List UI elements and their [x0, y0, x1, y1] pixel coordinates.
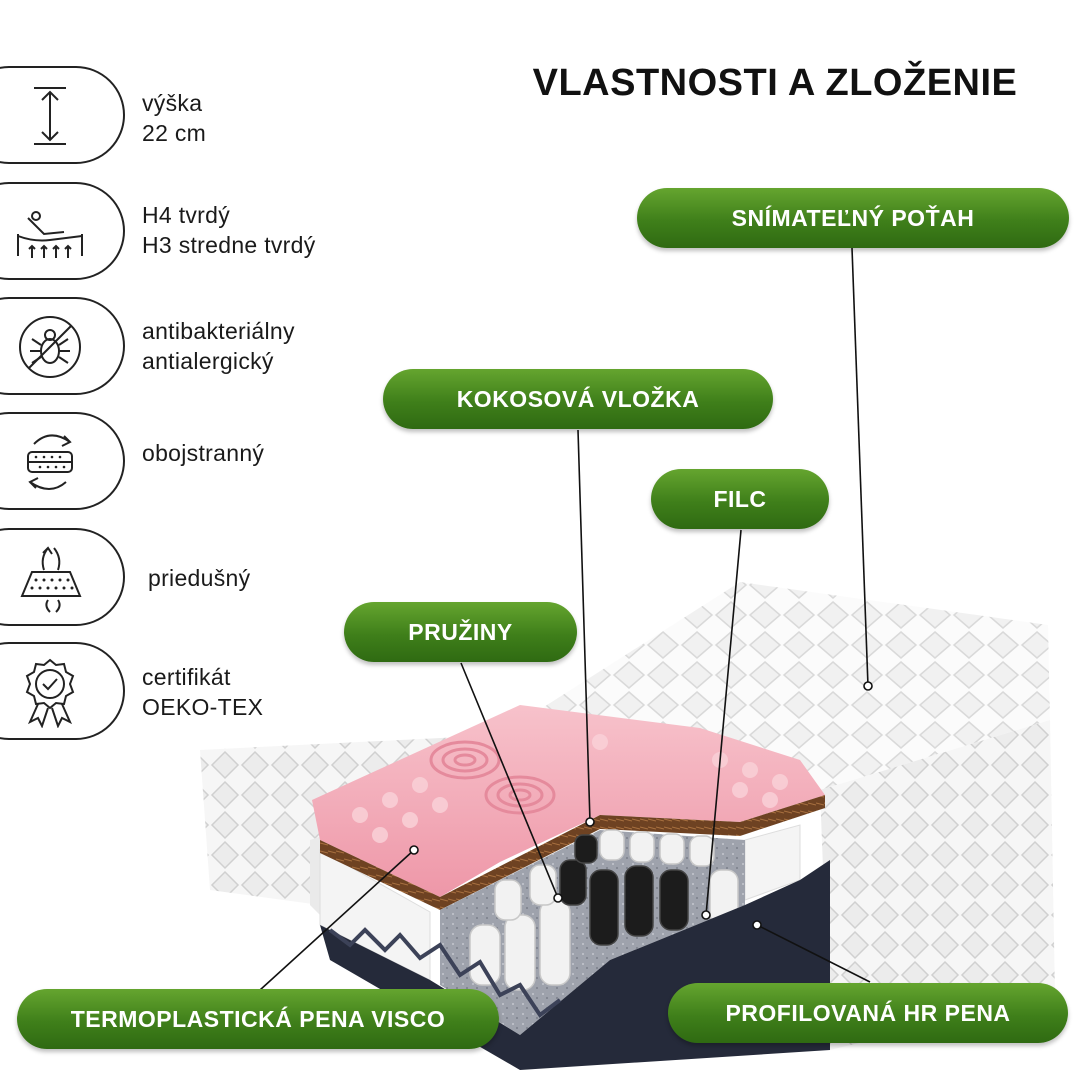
feature-breathable-text: priedušný [148, 565, 251, 591]
label-hr-foam: PROFILOVANÁ HR PENA [668, 983, 1068, 1043]
height-arrow-icon [14, 80, 86, 152]
double-sided-icon [14, 426, 86, 498]
feature-firmness [0, 182, 125, 280]
label-coconut-layer: KOKOSOVÁ VLOŽKA [383, 369, 773, 429]
feature-breathable [0, 528, 125, 626]
feature-double-sided-text: obojstranný [142, 440, 265, 466]
certificate-badge-icon [14, 656, 86, 729]
label-removable-cover: SNÍMATEĽNÝ POŤAH [637, 188, 1069, 248]
feature-certificate [0, 642, 125, 740]
feature-antibacterial [0, 297, 125, 395]
firmness-icon [14, 196, 86, 268]
label-felt: FILC [651, 469, 829, 529]
no-mite-icon [14, 311, 86, 383]
feature-height [0, 66, 125, 164]
label-visco-foam: TERMOPLASTICKÁ PENA VISCO [17, 989, 499, 1049]
page-title: VLASTNOSTI A ZLOŽENIE [532, 62, 1018, 104]
label-springs: PRUŽINY [344, 602, 577, 662]
feature-double-sided [0, 412, 125, 510]
breathable-icon [14, 542, 86, 614]
